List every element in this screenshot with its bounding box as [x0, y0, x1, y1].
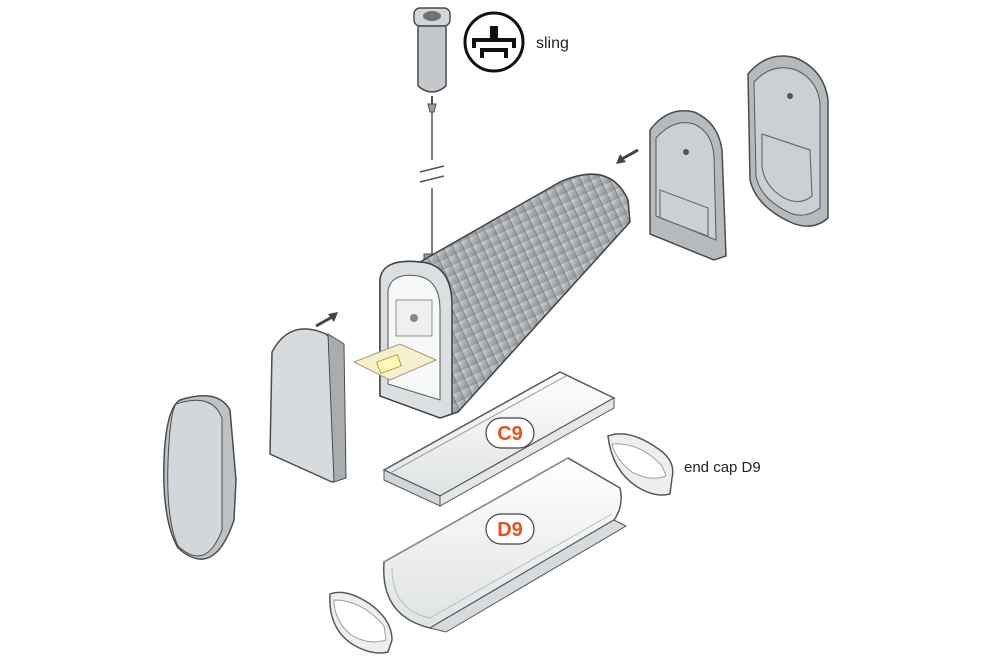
arrow-icon-left [315, 312, 338, 328]
end-cap-d9-label: end cap D9 [684, 459, 761, 476]
cover-d9-label: D9 [497, 519, 523, 541]
end-cap-inner-right [649, 110, 727, 261]
housing-profile [379, 173, 631, 419]
end-cap-outer-right [747, 55, 829, 227]
arrow-icon-right [616, 148, 639, 164]
badge-c9: C9 [485, 417, 535, 449]
cover-c9-label: C9 [497, 423, 523, 445]
end-cap-d9-right [607, 433, 674, 496]
sling-label: sling [536, 35, 569, 52]
badge-d9: D9 [485, 513, 535, 545]
end-cap-gasket-left [269, 328, 347, 483]
led-driver-module [352, 343, 438, 381]
sling-icon [463, 11, 525, 73]
end-cap-front-left [163, 395, 237, 560]
suspension-sling [413, 7, 451, 267]
end-cap-d9-left [329, 591, 393, 654]
